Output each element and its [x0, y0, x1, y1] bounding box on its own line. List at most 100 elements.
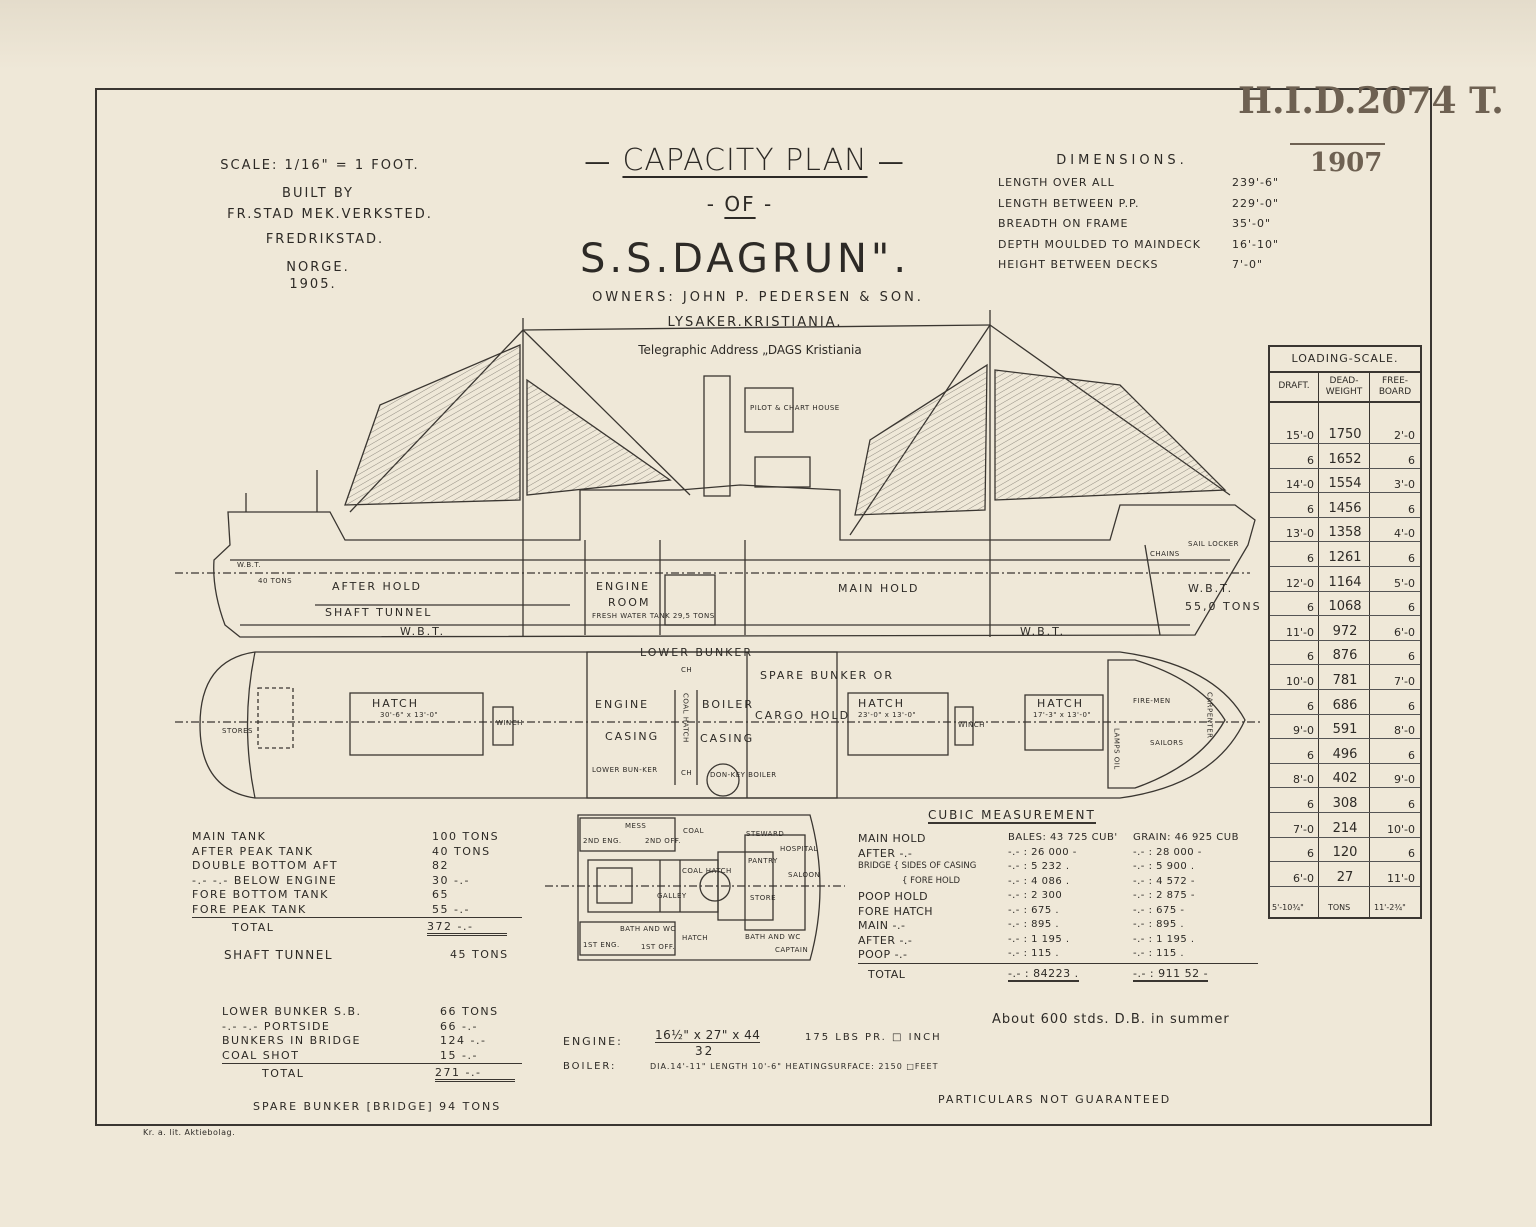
bridge-deck-outline	[577, 814, 821, 961]
ship-label: CASING	[605, 730, 660, 743]
total-value: 372 -.-	[427, 920, 507, 936]
cubic-grain: -.- : 4 572 -	[1133, 875, 1196, 887]
bridge-room-label: COAL	[683, 827, 704, 835]
row-value: 82	[432, 859, 449, 872]
dimensions-title: DIMENSIONS.	[1056, 153, 1188, 168]
footer-value: 11'-2¾"	[1374, 903, 1406, 912]
row-label: BUNKERS IN BRIDGE	[222, 1034, 361, 1047]
printer-credit: Kr. a. lit. Aktiebolag.	[143, 1128, 236, 1137]
cubic-label: BRIDGE { SIDES OF CASING	[858, 861, 977, 871]
bridge-room-label: CAPTAIN	[775, 946, 809, 954]
ship-label: 30'-6" x 13'-0"	[380, 711, 439, 719]
bunkers-table: LOWER BUNKER S.B.66 TONS-.- -.- PORTSIDE…	[222, 1005, 522, 1082]
of-text: OF	[724, 192, 756, 216]
engine-label: ENGINE:	[563, 1035, 623, 1048]
ship-label: SAIL LOCKER	[1188, 540, 1239, 548]
cubic-row: POOP HOLD-.- : 2 300-.- : 2 875 -	[858, 890, 1258, 905]
deadweight-value: 972	[1332, 623, 1358, 639]
freeboard-value: 6	[1408, 748, 1415, 762]
bridge-room-label: BATH AND WC	[745, 933, 801, 941]
ship-label: CARPENTER	[1205, 692, 1214, 739]
cubic-row: { FORE HOLD -.- : 4 086 . -.- : 4 572 -	[858, 876, 1258, 891]
row-label: -.- -.- PORTSIDE	[222, 1019, 331, 1033]
telegraphic-address: Telegraphic Address „DAGS Kristiania	[638, 343, 862, 357]
deadweight-value: 1068	[1328, 599, 1362, 615]
builder-city: FREDRIKSTAD.	[265, 232, 385, 247]
cubic-grain: -.- : 1 195 .	[1133, 933, 1195, 945]
cubic-bales: -.- : 115 .	[1008, 948, 1060, 959]
cubic-row: AFTER -.--.- : 1 195 .-.- : 1 195 .	[858, 934, 1258, 949]
ship-label: AFTER HOLD	[332, 580, 422, 593]
total-label: TOTAL	[262, 1067, 305, 1080]
dimension-label: HEIGHT BETWEEN DECKS	[998, 258, 1159, 271]
freeboard-value: 9'-0	[1394, 773, 1415, 787]
draft-value: 6	[1307, 502, 1314, 516]
ship-label: CH	[681, 769, 693, 777]
cubic-label: AFTER -.-	[858, 933, 913, 947]
ship-label: PILOT & CHART HOUSE	[750, 404, 840, 412]
draft-value: 6'-0	[1293, 871, 1314, 885]
ship-label: CHAINS	[1150, 550, 1180, 558]
stamp-rule	[1290, 143, 1385, 145]
column-rule	[1369, 401, 1370, 917]
cubic-bales: -.- : 2 300	[1008, 890, 1063, 901]
freeboard-value: 6	[1408, 650, 1415, 664]
cubic-label: POOP -.-	[858, 948, 908, 961]
cubic-total-label: TOTAL	[868, 967, 906, 981]
ship-label: ENGINE	[595, 698, 650, 711]
title-of: - OF -	[706, 192, 774, 216]
ship-label: WINCH	[958, 721, 985, 729]
deadweight-value: 214	[1332, 820, 1358, 836]
deadweight-value: 308	[1332, 796, 1358, 811]
dimension-value: 229'-0"	[1232, 196, 1280, 210]
cubic-title: CUBIC MEASUREMENT	[928, 808, 1096, 824]
deadweight-value: 27	[1336, 869, 1354, 885]
cubic-bales: -.- : 4 086 .	[1008, 875, 1070, 887]
dimension-value: 7'-0"	[1232, 258, 1264, 271]
draft-value: 6	[1307, 847, 1314, 861]
cubic-label: AFTER -.-	[858, 846, 913, 860]
ship-label: LAMPS OIL	[1112, 728, 1121, 770]
bridge-room-label: BATH AND WC	[620, 925, 676, 933]
total-label: TOTAL	[232, 921, 275, 934]
funnel	[703, 375, 731, 497]
title-block: — CAPACITY PLAN —	[584, 143, 906, 178]
cubic-row: FORE HATCH-.- : 675 .-.- : 675 -	[858, 905, 1258, 920]
deadweight-value: 591	[1332, 722, 1358, 738]
draft-value: 6	[1307, 552, 1314, 565]
total-row: TOTAL 372 -.-	[192, 918, 522, 936]
deadweight-value: 1164	[1328, 574, 1362, 590]
deals-note: About 600 stds. D.B. in summer	[992, 1012, 1230, 1027]
cubic-grain: -.- : 675 -	[1133, 904, 1185, 916]
ship-label: CH	[681, 666, 693, 674]
dimension-value: 16'-10"	[1232, 237, 1280, 251]
col-deadweight: DEAD-WEIGHT	[1319, 373, 1370, 401]
bridge-room-label: STORE	[750, 894, 777, 902]
ship-label: WINCH	[496, 719, 523, 727]
ship-label: MAIN HOLD	[838, 582, 920, 595]
draft-value: 6	[1307, 650, 1314, 664]
freeboard-value: 6	[1408, 798, 1415, 811]
bridge-room-label: 2ND OFF.	[645, 837, 681, 845]
cubic-label: { FORE HOLD	[902, 875, 961, 886]
loading-scale-title: LOADING-SCALE.	[1270, 347, 1420, 373]
freeboard-value: 7'-0	[1394, 675, 1415, 688]
owners-place: LYSAKER.KRISTIANIA.	[667, 315, 843, 330]
boiler-specs: DIA.14'-11" LENGTH 10'-6" HEATINGSURFACE…	[650, 1062, 939, 1071]
row-label: AFTER PEAK TANK	[192, 844, 314, 858]
